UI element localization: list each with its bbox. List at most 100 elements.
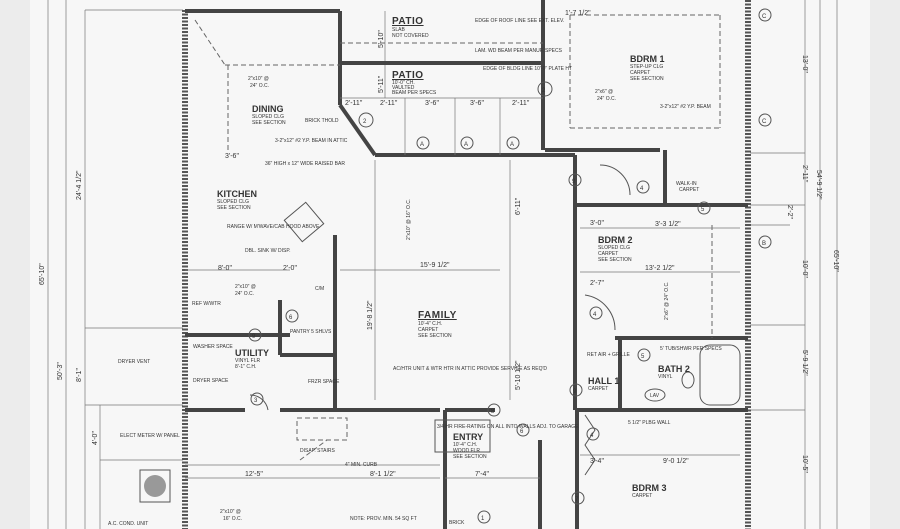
plan-text: NOT COVERED: [392, 33, 429, 39]
plan-text: 8'-1" C.H.: [235, 364, 256, 370]
plan-text: 4'-0": [92, 431, 99, 445]
plan-text: 5'-10 1/2": [515, 360, 522, 390]
plan-text: 9: [252, 334, 256, 340]
plan-text: 2"x10" @: [248, 76, 269, 82]
plan-text: 10'-0": [801, 260, 808, 278]
plan-text: 24" O.C.: [250, 83, 269, 89]
plan-text: VAULTED: [392, 85, 415, 91]
plan-text: C: [762, 14, 767, 20]
plan-text: 2: [363, 119, 367, 125]
plan-text: 15'-9 1/2": [420, 262, 450, 269]
plan-text: 7'-4": [475, 471, 489, 478]
plan-text: 2'-0": [283, 265, 297, 272]
plan-text: 5 1/2" PLBG WALL: [628, 420, 671, 426]
plan-text: 6: [289, 315, 293, 321]
plan-text: 8: [491, 409, 495, 415]
plan-text: A: [420, 142, 424, 148]
plan-text: 36" HIGH x 12" WIDE RAISED BAR: [265, 161, 345, 167]
plan-text: 24" O.C.: [235, 291, 254, 297]
plan-text: CARPET: [632, 493, 652, 499]
plan-text: 3/4 HR FIRE-RATING ON ALL INTO WALLS ADJ…: [437, 424, 579, 430]
plan-text: 3'-4": [590, 458, 604, 465]
plan-text: A: [510, 142, 514, 148]
plan-text: STEP-UP CLG: [630, 64, 663, 70]
plan-text: CARPET: [588, 386, 608, 392]
plan-text: 2"x10" @ 16" O.C.: [406, 199, 412, 240]
plan-text: 19'-8 1/2": [367, 300, 374, 330]
plan-text: LAV: [650, 393, 660, 399]
plan-text: 4" MIN. CURB: [345, 462, 378, 468]
lavatory: [644, 388, 666, 402]
plan-text: 3-2"x12" #2 Y.P. BEAM: [660, 104, 711, 110]
plan-text: 2"x6" @ 24" O.C.: [664, 282, 670, 320]
patio-upper-label: PATIO: [392, 16, 424, 27]
plan-text: 5: [701, 207, 705, 213]
plan-text: SEE SECTION: [252, 120, 286, 126]
plan-text: CARPET: [630, 70, 650, 76]
fire-rating-note-box: [434, 419, 491, 453]
walls: [182, 0, 751, 529]
plan-text: EDGE OF ROOF LINE SEE EXT. ELEV.: [475, 18, 564, 24]
wic-label: WALK-IN: [676, 181, 697, 187]
bath2-label: BATH 2: [658, 364, 690, 374]
plan-text: 5: [641, 354, 645, 360]
annotations: EDGE OF ROOF LINE SEE EXT. ELEV. LAM. WD…: [108, 18, 671, 527]
room-labels: PATIO SLAB NOT COVERED 5'-10" PATIO 10'-…: [192, 16, 722, 522]
plan-text: 6: [520, 429, 524, 435]
plan-text: LAM. WD BEAM PER MANUF. SPECS: [475, 48, 563, 54]
kitchen-sink: [283, 201, 325, 243]
plan-text: 54'-9 1/2": [815, 170, 822, 200]
section-tags: 2 2 A A A 9 4 5 6 9 4 5 9 3 8 6 4 7 1 C …: [248, 8, 772, 524]
plan-text: 2'-11": [380, 100, 398, 107]
plan-text: 3'-0": [590, 220, 604, 227]
plan-text: 1'-7 1/2": [565, 10, 591, 17]
plan-text: WOOD FLR: [453, 448, 480, 454]
plan-text: 3-2"x12" #2 Y.P. BEAM IN ATTIC: [275, 138, 348, 144]
plan-text: 4: [593, 312, 597, 318]
plan-text: C: [762, 119, 767, 125]
plan-text: CARPET: [418, 327, 438, 333]
plan-text: PANTRY 5 SHLVS: [290, 329, 332, 335]
interior-dimension-lines: [185, 97, 740, 479]
plan-text: 3: [254, 398, 258, 404]
ac-condenser: [139, 469, 171, 503]
plan-text: RET AIR + GRILLE: [587, 352, 631, 358]
plan-text: DRYER VENT: [118, 359, 150, 365]
plan-text: SLAB: [392, 27, 405, 33]
hall-label: HALL 1: [588, 376, 619, 386]
plan-text: 10'-0" CH.: [392, 80, 415, 86]
plan-text: 5'-9 1/2": [801, 350, 808, 376]
plan-text: 4: [640, 186, 644, 192]
plan-text: SEE SECTION: [418, 333, 452, 339]
patio-lower-dim: 5'-11": [378, 75, 385, 93]
plan-text: EDGE OF BLDG LINE 10'-0" PLATE HT: [483, 66, 572, 72]
plan-text: 5' TUB/SHWR PER SPECS: [660, 346, 722, 352]
bdrm1-door-swing: [599, 164, 631, 196]
plan-text: DBL. SINK W/ DISP.: [245, 248, 290, 254]
plan-text: 8'-0": [218, 265, 232, 272]
plan-text: 16" O.C.: [223, 516, 242, 522]
plan-text: A: [464, 142, 468, 148]
plan-text: A.C. COND. UNIT: [108, 521, 148, 527]
plan-text: 13'-0": [801, 55, 808, 73]
plan-text: SLOPED CLG: [217, 199, 249, 205]
plan-text: 2"x10" @: [235, 284, 256, 290]
plan-text: FRZR SPACE: [308, 379, 340, 385]
bathtub: [699, 344, 741, 406]
plan-text: RANGE W/ M'WAVE/CAB HOOD ABOVE: [227, 224, 320, 230]
plan-text: VINYL: [658, 374, 673, 380]
toilet: [681, 371, 695, 389]
plan-text: SEE SECTION: [217, 205, 251, 211]
plan-text: CARPET: [598, 251, 618, 257]
plan-text: 2'-11": [801, 165, 808, 183]
plan-text: 7: [575, 497, 579, 503]
bdrm2-door-swing: [584, 294, 616, 331]
family-label: FAMILY: [418, 310, 457, 321]
plan-text: 2"x10" @: [220, 509, 241, 515]
plan-text: 4: [590, 433, 594, 439]
plan-text: 24'-4 1/2": [76, 170, 83, 200]
plan-text: 2: [542, 88, 546, 94]
plan-text: 6'-11": [515, 197, 522, 215]
plan-text: B: [762, 241, 766, 247]
